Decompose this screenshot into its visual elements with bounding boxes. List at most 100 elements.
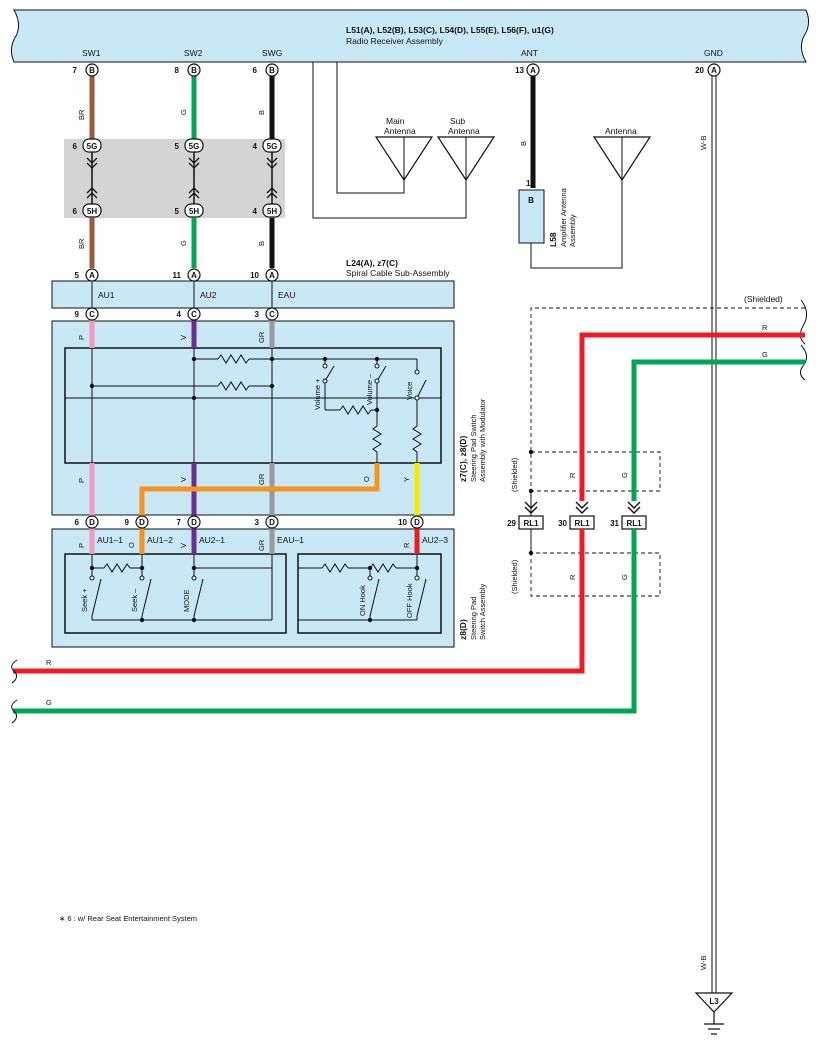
pad-name-2: Switch Assembly (478, 583, 487, 640)
radio-name-label: Radio Receiver Assembly (346, 36, 444, 46)
wire-label-r-right: R (762, 323, 768, 332)
modulator-dots (89, 356, 380, 413)
break-mark-left-2 (11, 699, 18, 724)
shield-label-bottom: (Shielded) (510, 559, 519, 594)
svg-text:6: 6 (73, 142, 78, 151)
wire-label-g-right: G (762, 350, 768, 359)
pad-label-au2-3: AU2–3 (422, 535, 448, 545)
svg-text:6: 6 (73, 207, 78, 216)
footnote: ∗ 6 : w/ Rear Seat Entertainment System (59, 914, 197, 923)
svg-text:9: 9 (75, 310, 80, 319)
junction-box (64, 139, 285, 218)
main-antenna-label-1: Main (386, 116, 405, 126)
junction-pin-upper-3: 4 5G (253, 138, 282, 153)
svg-text:13: 13 (515, 66, 524, 75)
svg-text:B: B (269, 66, 275, 75)
switch-label-volume-minus: Volume – (365, 373, 374, 405)
svg-text:D: D (414, 518, 420, 527)
switch-label-seek-plus: Seek + (80, 588, 89, 612)
svg-text:10: 10 (250, 271, 259, 280)
svg-text:10: 10 (398, 518, 407, 527)
pad-label-au1-2: AU1–2 (147, 535, 173, 545)
shield-label-mid: (Shielded) (510, 457, 519, 492)
svg-text:D: D (139, 518, 145, 527)
spiral-label-eau: EAU (278, 290, 295, 300)
terminal-label-sw2: SW2 (184, 48, 203, 58)
svg-text:5G: 5G (267, 142, 278, 151)
wire-label-r-shield: R (568, 472, 577, 478)
wire-label-v-1: V (179, 335, 188, 340)
amp-to-antenna-line (530, 180, 623, 269)
pad-label-eau-1: EAU–1 (277, 535, 304, 545)
break-mark-left-1 (11, 659, 18, 684)
spiral-top-pin-3: 10 A (250, 268, 279, 282)
wire-label-b-1: B (257, 110, 266, 115)
rl1-arrows (524, 501, 641, 514)
switch-label-off-hook: OFF Hook (405, 583, 414, 618)
switch-label-on-hook: ON Hook (358, 585, 367, 616)
wire-label-r-pad: R (402, 542, 411, 548)
terminal-label-swg: SWG (262, 48, 282, 58)
svg-text:D: D (89, 518, 95, 527)
svg-text:31: 31 (610, 519, 619, 528)
svg-text:A: A (269, 271, 275, 280)
wire-label-v-3: V (179, 543, 188, 548)
switch-label-mode: MODE (182, 590, 191, 613)
svg-text:RL1: RL1 (523, 519, 539, 528)
pad-pin-1: 6 D (75, 515, 99, 529)
modulator-switch-contacts (322, 363, 420, 401)
svg-text:RL1: RL1 (574, 519, 590, 528)
svg-text:4: 4 (253, 142, 258, 151)
switch-label-voice: Voice (405, 382, 414, 400)
junction-arrows (86, 157, 278, 199)
main-antenna-label-2: Antenna (384, 126, 416, 136)
wire-label-y: Y (402, 477, 411, 482)
modulator-circuit (65, 348, 441, 463)
svg-text:A: A (711, 66, 717, 75)
svg-text:9: 9 (125, 518, 130, 527)
amp-pin-number: 1 (526, 179, 531, 188)
pad-pin-5: 10 D (398, 515, 424, 529)
pin-ant: 13 A (515, 63, 540, 77)
svg-text:4: 4 (177, 310, 182, 319)
terminal-label-gnd: GND (704, 48, 723, 58)
pad-label-au2-1: AU2–1 (199, 535, 225, 545)
svg-text:A: A (89, 271, 95, 280)
svg-text:5H: 5H (189, 207, 199, 216)
wire-label-g-2: G (179, 240, 188, 246)
pad-pin-4: 3 D (255, 515, 279, 529)
ground-icon (704, 1012, 724, 1035)
spiral-bottom-pin-3: 3 C (255, 307, 279, 321)
wire-orange (139, 463, 380, 516)
pad-pin-2: 9 D (125, 515, 149, 529)
wire-label-p-2: P (77, 478, 86, 483)
modulator-name-1: Steering Pad Switch (469, 414, 478, 482)
svg-text:5: 5 (175, 142, 180, 151)
pin-sw2: 8 B (175, 63, 201, 77)
rl1-connector-31: 31 RL1 (610, 515, 647, 530)
shield-label-top: (Shielded) (744, 294, 783, 304)
wire-label-g-shield: G (620, 472, 629, 478)
modulator-name-2: Assembly with Modulator (478, 398, 487, 482)
spiral-label-au2: AU2 (200, 290, 217, 300)
pad-pin-3: 7 D (177, 515, 201, 529)
shield-outer (530, 307, 805, 597)
wire-r-right (579, 332, 805, 501)
wire-label-r-lower: R (568, 574, 577, 580)
main-antenna-line (336, 62, 405, 194)
svg-text:D: D (191, 518, 197, 527)
svg-text:3: 3 (255, 518, 260, 527)
svg-text:20: 20 (695, 66, 704, 75)
junction-pin-lower-1: 6 5H (73, 203, 102, 218)
terminal-label-sw1: SW1 (82, 48, 101, 58)
terminal-label-ant: ANT (521, 48, 538, 58)
wire-label-br-2: BR (77, 238, 86, 249)
svg-text:7: 7 (73, 66, 78, 75)
modulator-block (51, 320, 455, 516)
pin-swg: 6 B (253, 63, 279, 77)
rl1-connector-30: 30 RL1 (558, 515, 595, 530)
amp-id-label: L58 (548, 232, 558, 247)
wire-g-right (631, 359, 805, 501)
antenna-feed-line (312, 62, 467, 219)
amp-name-1: Amplifier Antenna (559, 187, 568, 247)
